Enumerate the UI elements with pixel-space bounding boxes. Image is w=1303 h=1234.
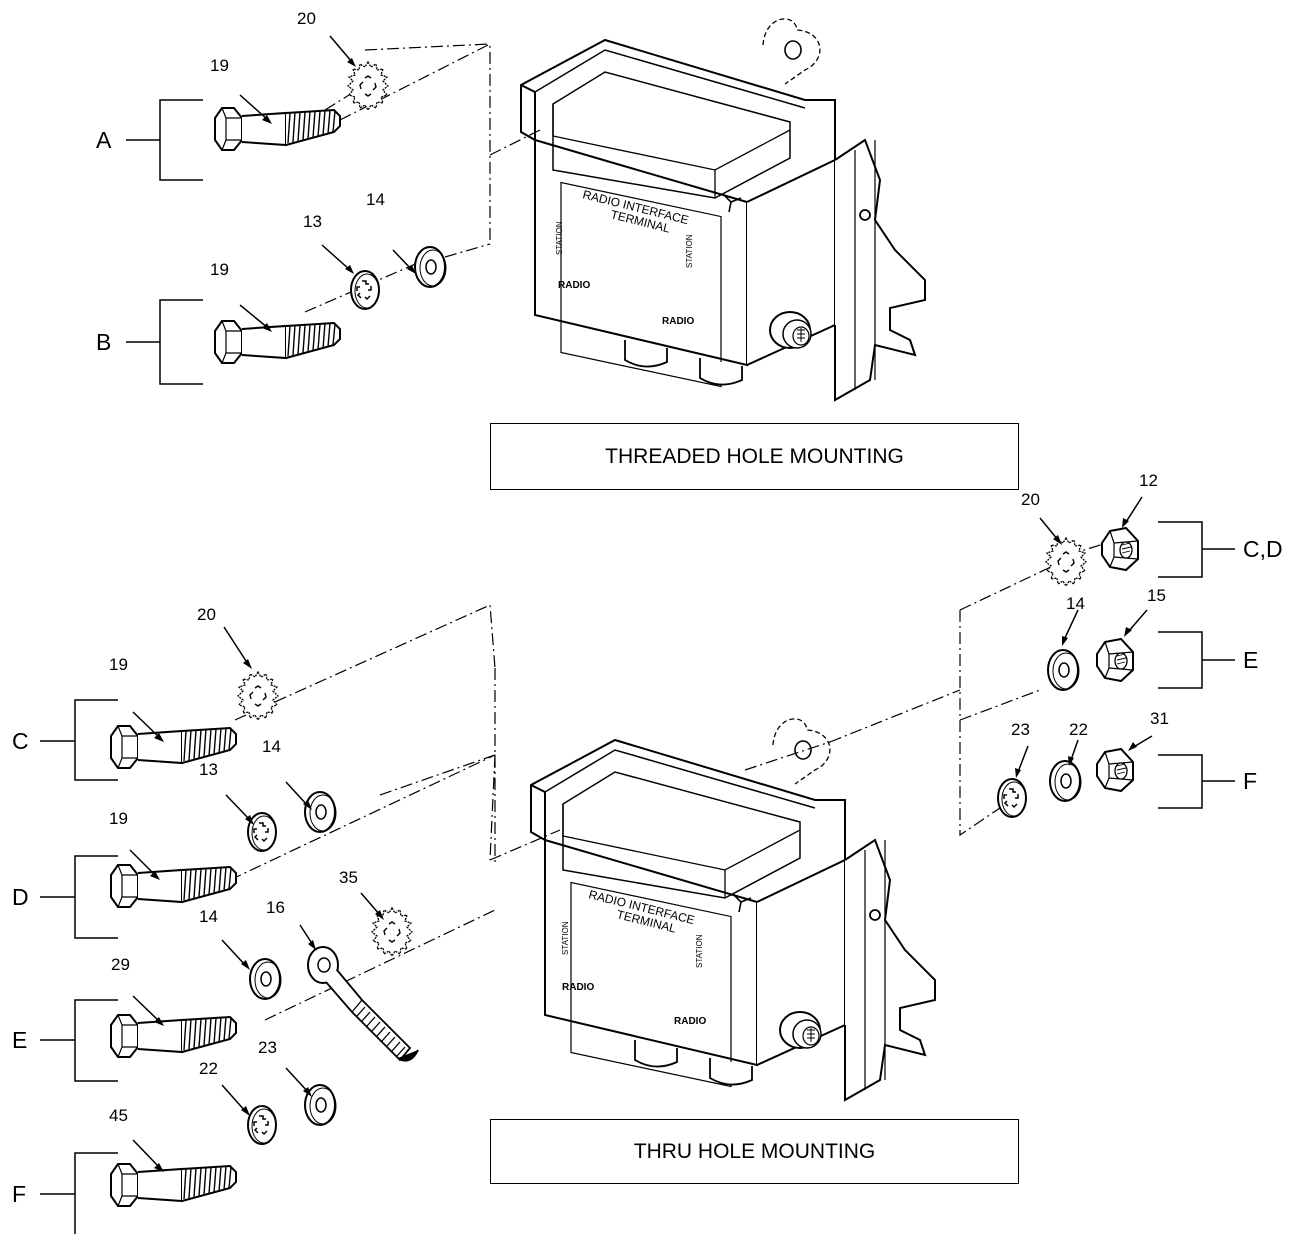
f-lock-washer — [247, 1105, 277, 1145]
device-brand-right: RADIO — [662, 316, 694, 327]
d-screw — [110, 864, 237, 908]
callout-b-lock-washer: 13 — [303, 212, 322, 231]
callout-e-star-washer: 35 — [339, 868, 358, 887]
callout-a-screw: 19 — [210, 56, 229, 75]
callout-e-ring-lug: 16 — [266, 898, 285, 917]
f-lock-washer-right — [997, 778, 1027, 818]
group-label-c: C — [12, 728, 29, 754]
threaded-caption-text: THREADED HOLE MOUNTING — [605, 444, 904, 468]
e-nut — [1096, 638, 1134, 682]
callout-f-nut: 31 — [1150, 709, 1169, 728]
callout-f-flat-washer-right: 22 — [1069, 720, 1088, 739]
b-screw — [214, 320, 341, 364]
group-label-e-right: E — [1243, 647, 1259, 673]
callout-d-screw: 19 — [109, 809, 128, 828]
group-label-cd-right: C,D — [1243, 536, 1283, 562]
b-flat-washer — [414, 246, 447, 288]
group-label-f: F — [12, 1181, 27, 1207]
callout-c-screw: 19 — [109, 655, 128, 674]
callout-f-lock-washer-right: 23 — [1011, 720, 1030, 739]
b-lock-washer — [350, 270, 380, 310]
callout-d-flat-washer: 14 — [262, 737, 281, 756]
callout-a-star-washer: 20 — [297, 9, 316, 28]
group-label-f-right: F — [1243, 768, 1258, 794]
f-nut — [1096, 748, 1134, 792]
e-ring-lug — [307, 946, 419, 1062]
group-label-e: E — [12, 1027, 28, 1053]
device-side-left: STATION — [561, 921, 570, 955]
f-flat-washer-right — [1049, 760, 1082, 802]
device-side-left: STATION — [555, 221, 564, 255]
callout-b-flat-washer: 14 — [366, 190, 385, 209]
group-label-d: D — [12, 884, 29, 910]
cd-nut — [1101, 527, 1139, 571]
threaded-hole-assembly — [126, 17, 926, 401]
callout-e-screw: 29 — [111, 955, 130, 974]
callout-d-lock-washer: 13 — [199, 760, 218, 779]
thru-caption-text: THRU HOLE MOUNTING — [633, 1139, 876, 1163]
device-brand-left: RADIO — [562, 982, 594, 993]
a-star-washer — [347, 61, 389, 111]
callout-f-lock-washer: 22 — [199, 1059, 218, 1078]
group-label-b: B — [96, 329, 112, 355]
a-screw — [214, 107, 341, 151]
callout-e-flat-washer: 14 — [199, 907, 218, 926]
thru-hole-assembly — [40, 496, 1235, 1234]
device-side-right: STATION — [695, 934, 704, 968]
cd-star-washer — [1045, 537, 1087, 587]
threaded-device-label: RADIO INTERFACE TERMINAL STATION STATION… — [555, 187, 694, 327]
device-brand-left: RADIO — [558, 280, 590, 291]
callout-b-screw: 19 — [210, 260, 229, 279]
d-lock-washer — [247, 812, 277, 852]
thru-device-label: RADIO INTERFACE TERMINAL STATION STATION… — [561, 887, 706, 1027]
thru-radio-terminal — [530, 717, 936, 1101]
d-flat-washer — [304, 791, 337, 833]
c-star-washer — [237, 671, 279, 721]
callout-f-screw: 45 — [109, 1106, 128, 1125]
device-brand-right: RADIO — [674, 1016, 706, 1027]
f-flat-washer — [304, 1084, 337, 1126]
group-label-a: A — [96, 127, 112, 153]
callout-e-flat-washer-right: 14 — [1066, 594, 1085, 613]
threaded-caption: THREADED HOLE MOUNTING — [490, 423, 1019, 490]
e-flat-washer-right — [1047, 649, 1080, 691]
e-flat-washer — [249, 958, 282, 1000]
callout-c-star-washer: 20 — [197, 605, 216, 624]
threaded-radio-terminal — [520, 17, 926, 401]
callout-cd-star-washer: 20 — [1021, 490, 1040, 509]
f-screw — [110, 1163, 237, 1207]
e-screw — [110, 1014, 237, 1058]
callout-e-nut: 15 — [1147, 586, 1166, 605]
callout-f-flat-washer: 23 — [258, 1038, 277, 1057]
callout-cd-nut: 12 — [1139, 471, 1158, 490]
device-side-right: STATION — [685, 234, 694, 268]
thru-caption: THRU HOLE MOUNTING — [490, 1119, 1019, 1184]
